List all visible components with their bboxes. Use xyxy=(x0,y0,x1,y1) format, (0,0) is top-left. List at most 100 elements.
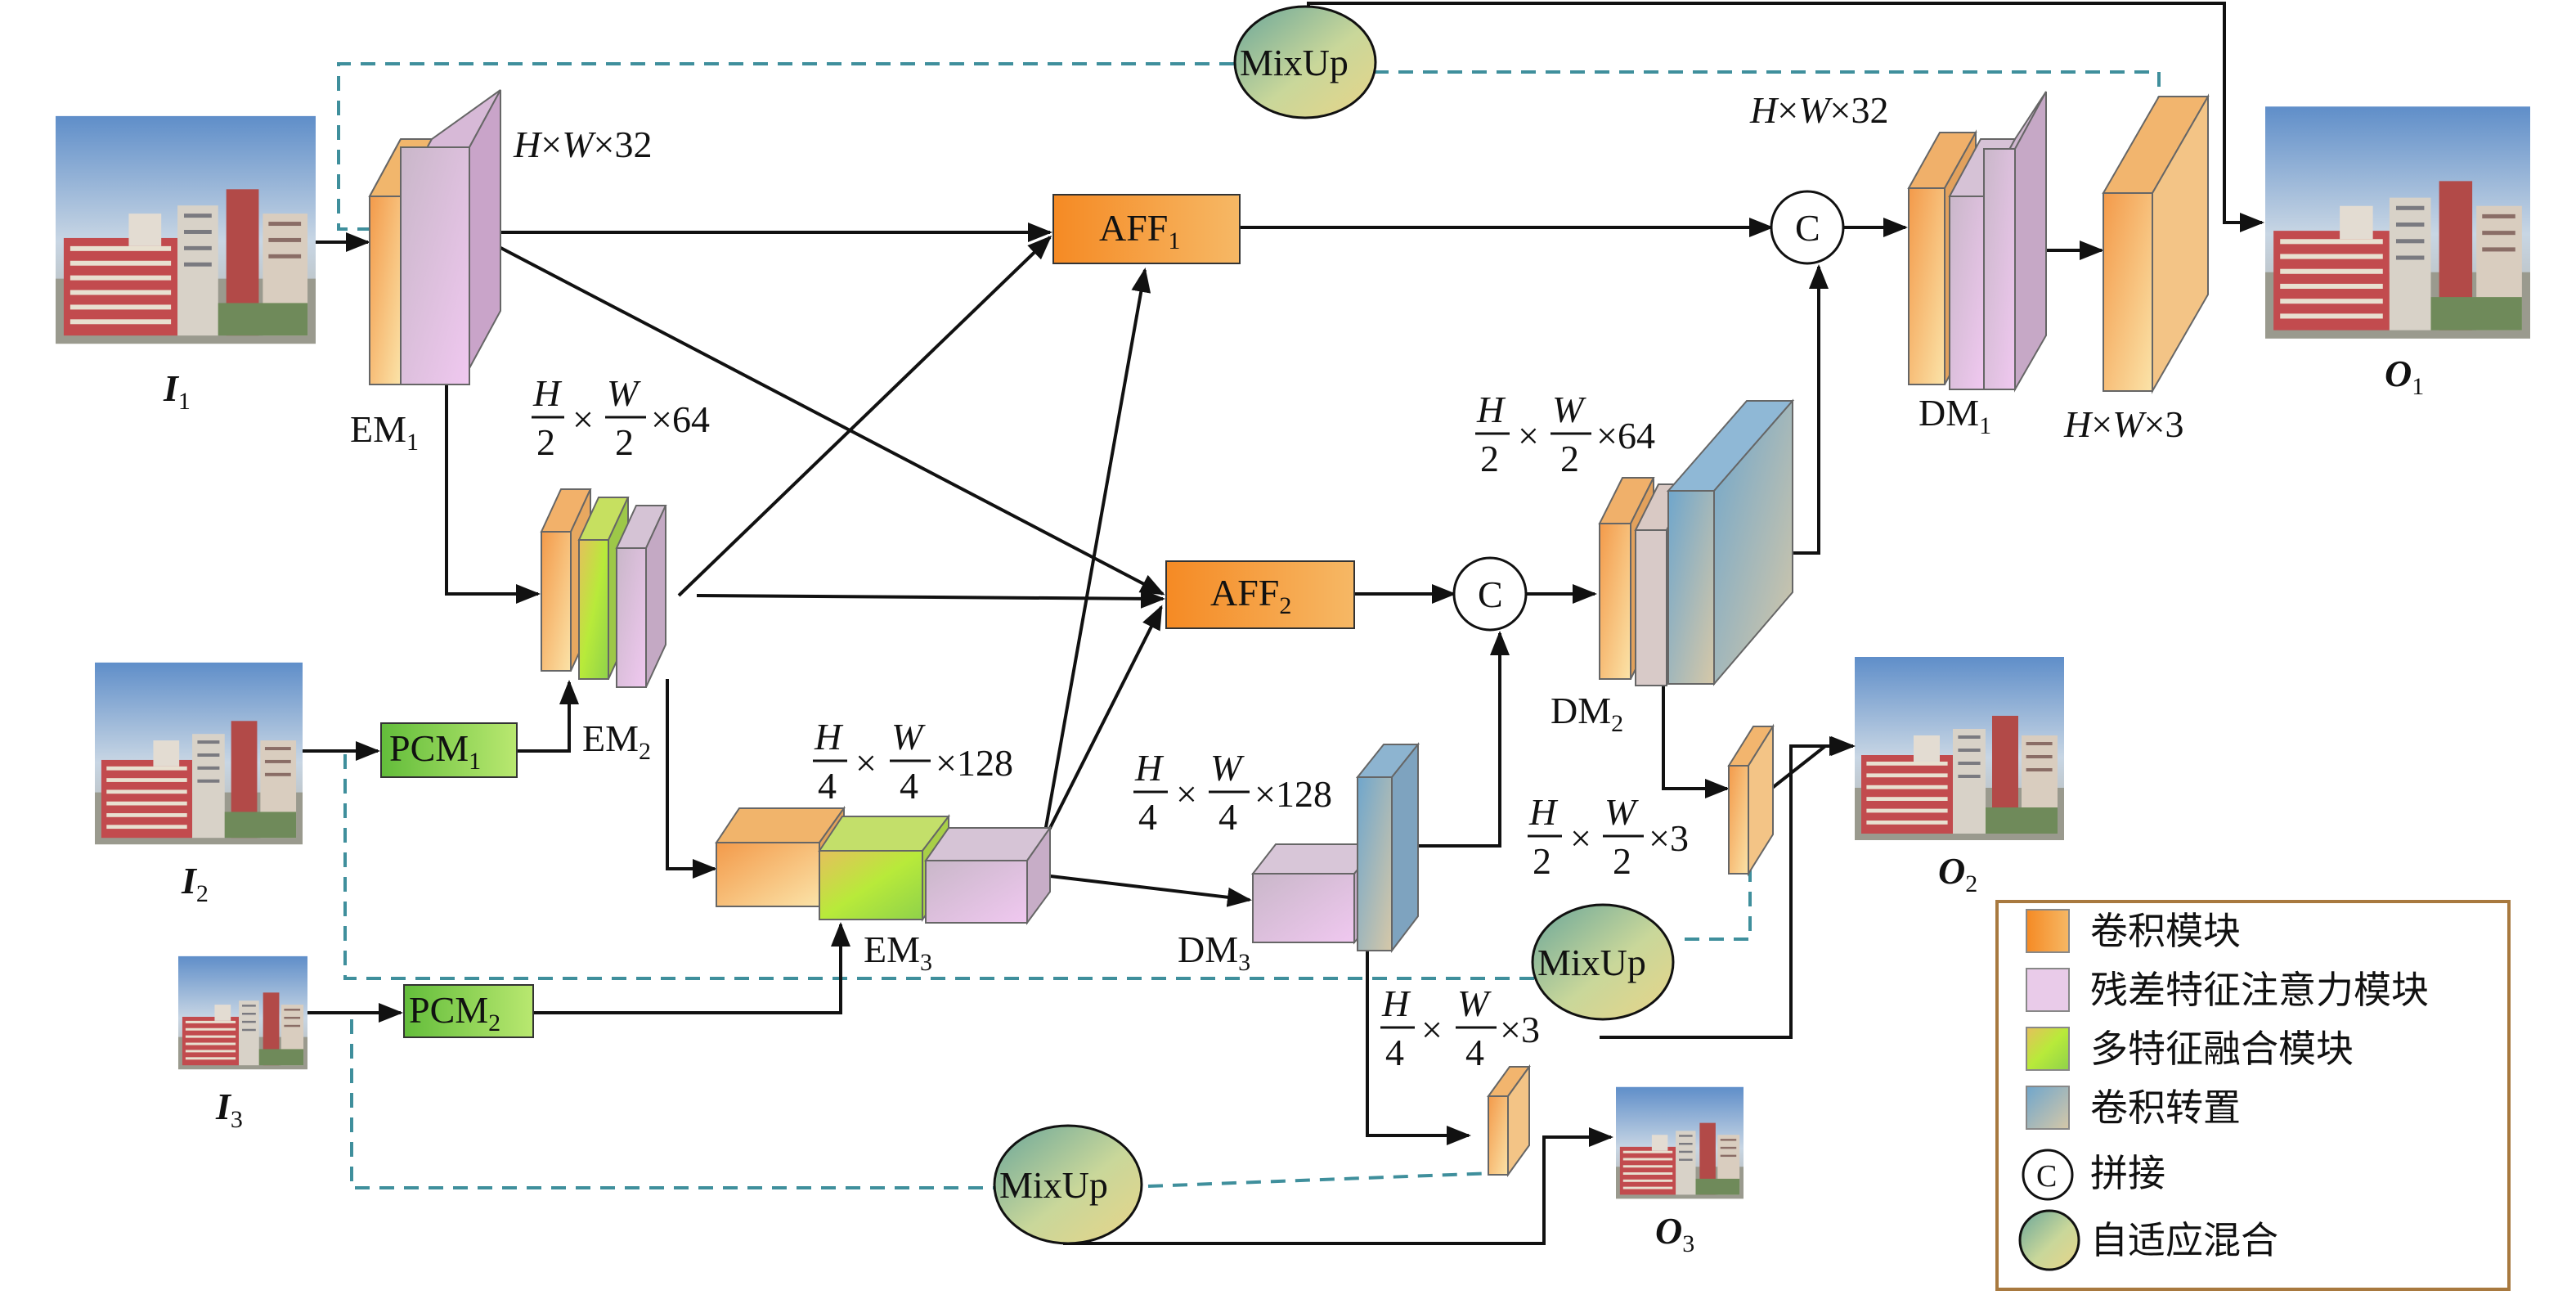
svg-text:×3: ×3 xyxy=(1649,817,1689,859)
aff2-box: AFF2 xyxy=(1165,560,1355,629)
svg-text:PCM1: PCM1 xyxy=(389,727,481,775)
svg-text:残差特征注意力模块: 残差特征注意力模块 xyxy=(2090,968,2429,1012)
final-conv-o1 xyxy=(2102,93,2210,394)
svg-text:W: W xyxy=(1552,389,1586,430)
svg-text:4: 4 xyxy=(1138,796,1157,838)
small-conv-o3 xyxy=(1487,1063,1531,1178)
output-image-o1 xyxy=(2265,106,2530,339)
svg-text:×: × xyxy=(1518,415,1539,456)
svg-text:4: 4 xyxy=(900,765,918,807)
em2-block xyxy=(540,488,667,688)
dim-em2: H 2 × W 2 ×64 xyxy=(532,372,710,463)
label-o1: O1 xyxy=(2385,353,2424,400)
pcm2-box: PCM2 xyxy=(403,984,534,1038)
dim-o3: H 4 × W 4 ×3 xyxy=(1380,982,1540,1073)
svg-text:H: H xyxy=(1528,791,1559,833)
label-i1: I1 xyxy=(163,367,191,415)
svg-text:4: 4 xyxy=(818,765,837,807)
svg-text:2: 2 xyxy=(615,421,634,463)
legend-item-mixup: 自适应混合 xyxy=(2018,1209,2278,1271)
svg-text:W: W xyxy=(1604,791,1639,833)
svg-text:自适应混合: 自适应混合 xyxy=(2090,1218,2278,1262)
small-conv-o2 xyxy=(1727,723,1775,877)
label-em1: EM1 xyxy=(350,408,419,456)
label-em2: EM2 xyxy=(582,717,651,765)
svg-text:拼接: 拼接 xyxy=(2090,1151,2165,1195)
svg-text:MixUp: MixUp xyxy=(1537,942,1646,983)
svg-text:×: × xyxy=(855,742,877,784)
dim-o1: H×W×3 xyxy=(2063,403,2183,445)
dim-em3: H 4 × W 4 ×128 xyxy=(813,716,1013,807)
mixup-top: MixUp xyxy=(1233,5,1377,119)
label-o3: O3 xyxy=(1655,1210,1694,1257)
dim-dm3: H 4 × W 4 ×128 xyxy=(1133,747,1332,838)
pcm1-box: PCM1 xyxy=(380,722,518,778)
svg-text:H: H xyxy=(532,372,563,414)
concat-mid: C xyxy=(1452,556,1528,632)
svg-text:W: W xyxy=(1210,747,1245,789)
svg-text:×: × xyxy=(1176,773,1197,815)
svg-text:AFF1: AFF1 xyxy=(1099,207,1180,254)
legend-item-rfa: 残差特征注意力模块 xyxy=(2026,968,2429,1012)
svg-text:×128: ×128 xyxy=(936,742,1013,784)
svg-text:2: 2 xyxy=(536,421,555,463)
dm1-block xyxy=(1907,91,2047,393)
legend-item-mff: 多特征融合模块 xyxy=(2026,1027,2354,1071)
label-em3: EM3 xyxy=(864,929,932,976)
legend-item-concat: C 拼接 xyxy=(2022,1149,2165,1201)
svg-text:×128: ×128 xyxy=(1254,773,1332,815)
svg-text:W: W xyxy=(1457,982,1492,1024)
svg-text:卷积转置: 卷积转置 xyxy=(2090,1086,2241,1130)
svg-text:2: 2 xyxy=(1613,840,1631,882)
svg-text:2: 2 xyxy=(1480,438,1499,479)
svg-text:×: × xyxy=(572,398,594,440)
dim-o2: H 2 × W 2 ×3 xyxy=(1528,791,1689,882)
svg-text:×64: ×64 xyxy=(651,398,710,440)
legend: 卷积模块 残差特征注意力模块 多特征融合模块 卷积转置 C 拼接 自适应混合 xyxy=(1995,900,2511,1291)
dim-em1: H×W×32 xyxy=(513,124,652,165)
svg-text:C: C xyxy=(1795,207,1820,249)
svg-text:×: × xyxy=(1421,1009,1443,1050)
svg-text:4: 4 xyxy=(1465,1032,1484,1073)
svg-text:2: 2 xyxy=(1560,438,1579,479)
label-i2: I2 xyxy=(181,860,209,907)
svg-text:AFF2: AFF2 xyxy=(1210,572,1291,619)
svg-text:PCM2: PCM2 xyxy=(409,989,500,1036)
dim-dm2: H 2 × W 2 ×64 xyxy=(1475,389,1655,479)
concat-top: C xyxy=(1770,190,1845,265)
svg-text:MixUp: MixUp xyxy=(999,1164,1108,1206)
input-image-i3 xyxy=(178,956,307,1069)
svg-text:H: H xyxy=(1381,982,1411,1024)
svg-text:4: 4 xyxy=(1218,796,1237,838)
svg-text:多特征融合模块: 多特征融合模块 xyxy=(2090,1027,2354,1071)
aff1-box: AFF1 xyxy=(1052,194,1241,264)
svg-text:×: × xyxy=(1570,817,1591,859)
label-dm2: DM2 xyxy=(1551,690,1623,737)
svg-text:H: H xyxy=(1476,389,1506,430)
svg-text:C: C xyxy=(2036,1159,2057,1194)
em1-block xyxy=(368,89,501,385)
input-image-i1 xyxy=(56,116,316,344)
dm3-block xyxy=(1250,742,1420,953)
legend-item-transpose: 卷积转置 xyxy=(2026,1086,2241,1130)
mixup-bottom: MixUp xyxy=(993,1124,1143,1245)
label-o2: O2 xyxy=(1938,850,1977,897)
label-dm1: DM1 xyxy=(1919,392,1991,439)
svg-text:卷积模块: 卷积模块 xyxy=(2090,909,2241,953)
mixup-mid: MixUp xyxy=(1531,903,1675,1021)
input-image-i2 xyxy=(95,663,303,844)
svg-text:×3: ×3 xyxy=(1500,1009,1540,1050)
em3-block xyxy=(715,805,1052,926)
svg-text:H: H xyxy=(814,716,844,758)
svg-text:MixUp: MixUp xyxy=(1240,42,1349,83)
output-image-o3 xyxy=(1616,1087,1744,1199)
svg-text:W: W xyxy=(891,716,926,758)
svg-text:×64: ×64 xyxy=(1596,415,1655,456)
svg-text:H: H xyxy=(1134,747,1165,789)
output-image-o2 xyxy=(1855,657,2064,840)
legend-item-conv: 卷积模块 xyxy=(2026,909,2241,953)
svg-text:W: W xyxy=(607,372,641,414)
label-dm3: DM3 xyxy=(1178,929,1250,976)
dim-dm1-top: H×W×32 xyxy=(1749,89,1888,131)
